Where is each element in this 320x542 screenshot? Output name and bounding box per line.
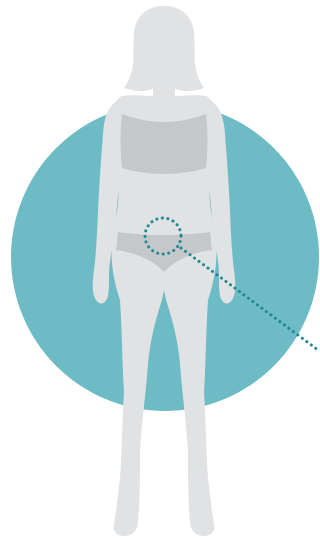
bra-garment	[121, 114, 208, 174]
